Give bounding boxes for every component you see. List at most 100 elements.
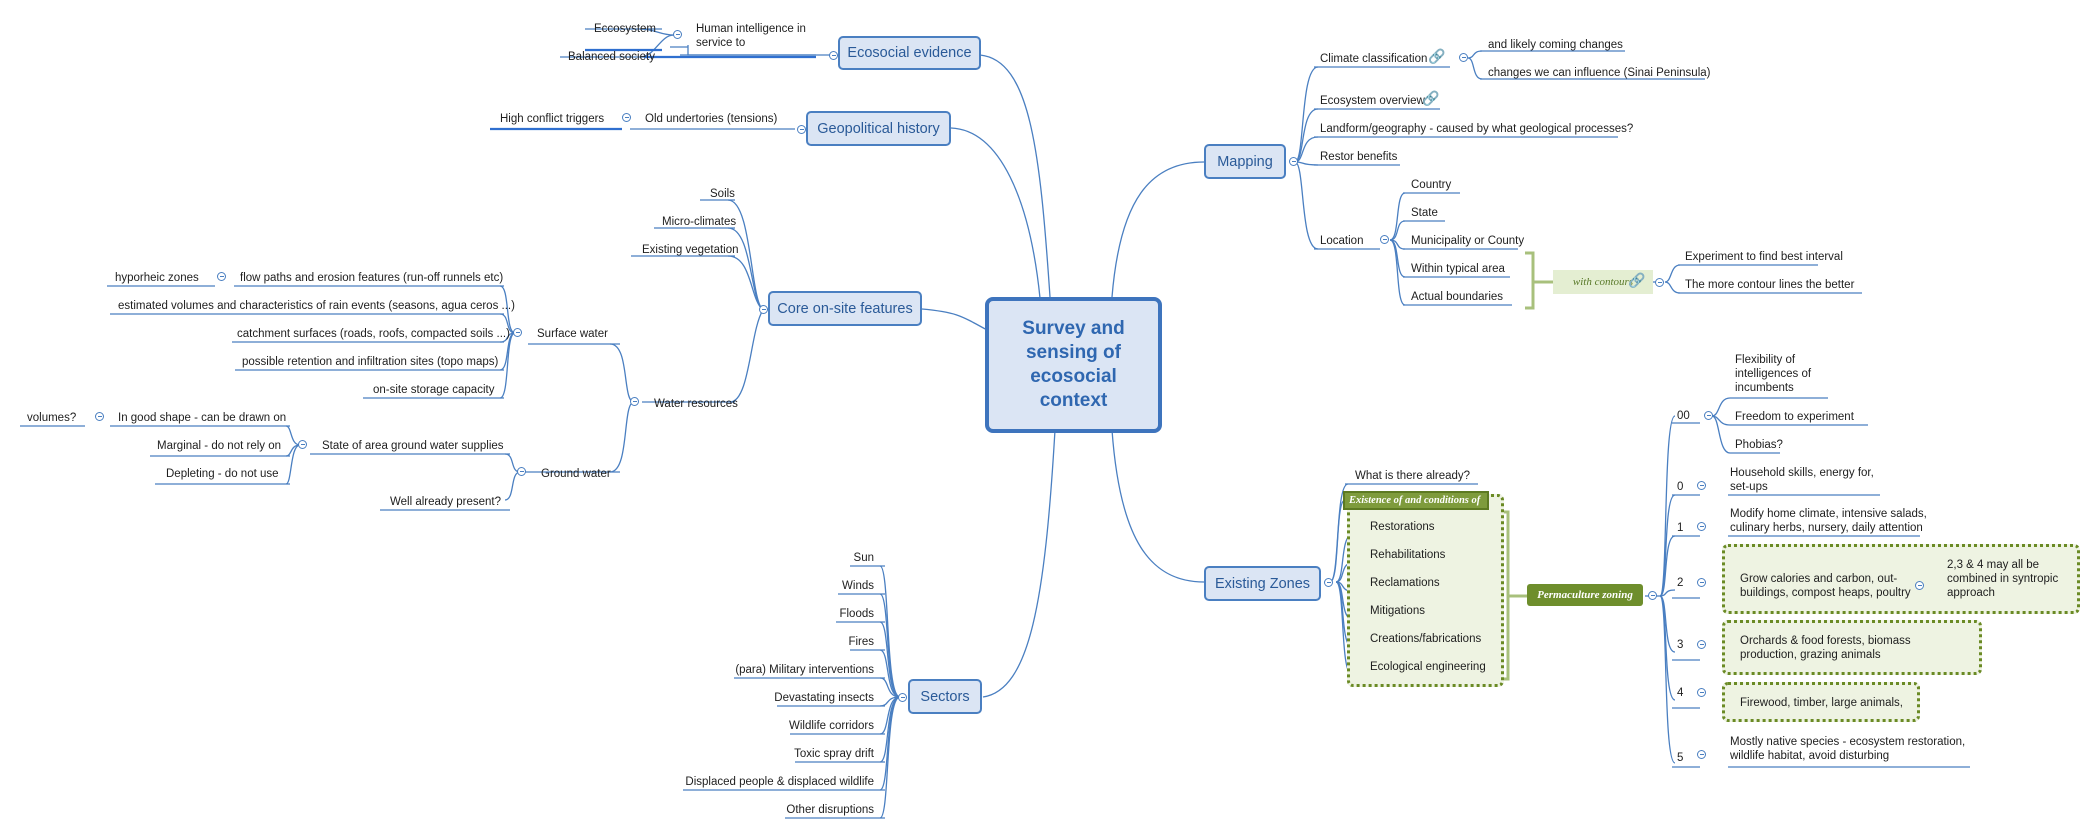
node-ground-water[interactable]: Ground water [541,468,611,480]
node-orchards[interactable]: Orchards & food forests, biomass product… [1740,635,1911,661]
node-municipality[interactable]: Municipality or County [1411,235,1525,247]
node-micro-climates[interactable]: Micro-climates [662,216,737,228]
node-flexibility[interactable]: Flexibility of intelligences of incumben… [1735,354,1812,394]
node-more-contour-lines[interactable]: The more contour lines the better [1685,279,1855,291]
node-actual-boundaries[interactable]: Actual boundaries [1411,291,1504,303]
topic-ecosocial-evidence[interactable]: Ecosocial evidence [838,36,981,70]
collapse-icon[interactable] [1289,157,1298,166]
node-freedom[interactable]: Freedom to experiment [1735,411,1854,423]
existing-item[interactable]: Reclamations [1370,577,1440,589]
node-soils[interactable]: Soils [710,188,735,200]
existing-item[interactable]: Mitigations [1370,605,1425,617]
node-within-typical-area[interactable]: Within typical area [1411,263,1505,275]
node-existence-of[interactable]: Existence of and conditions of [1343,491,1489,510]
sector-item[interactable]: Toxic spray drift [794,748,874,760]
topic-sectors[interactable]: Sectors [908,679,982,714]
zone-number[interactable]: 4 [1677,687,1684,699]
node-syntropic[interactable]: 2,3 & 4 may all be combined in syntropic… [1947,559,2059,599]
zone-number[interactable]: 00 [1677,410,1690,422]
node-ecosystem-overview[interactable]: Ecosystem overview [1320,95,1425,107]
sector-item[interactable]: Sun [853,552,874,564]
link-icon[interactable]: 🔗 [1428,48,1446,64]
node-location[interactable]: Location [1320,235,1364,247]
node-water-resources[interactable]: Water resources [654,398,738,410]
central-topic[interactable]: Survey and sensing of ecosocial context [985,297,1162,433]
collapse-icon[interactable] [517,467,526,476]
collapse-icon[interactable] [1697,522,1706,531]
node-retention-sites[interactable]: possible retention and infiltration site… [242,356,499,368]
node-depleting[interactable]: Depleting - do not use [166,468,279,480]
existing-item[interactable]: Restorations [1370,521,1435,533]
node-modify-home-climate[interactable]: Modify home climate, intensive salads, c… [1730,508,1927,534]
topic-geopolitical-history[interactable]: Geopolitical history [806,111,951,146]
node-catchment-surfaces[interactable]: catchment surfaces (roads, roofs, compac… [237,328,510,340]
topic-existing-zones[interactable]: Existing Zones [1204,566,1321,601]
node-what-is-there[interactable]: What is there already? [1355,470,1471,482]
sector-item[interactable]: Fires [848,636,874,648]
node-firewood[interactable]: Firewood, timber, large animals, [1740,697,1903,709]
collapse-icon[interactable] [1704,411,1713,420]
collapse-icon[interactable] [217,272,226,281]
node-good-shape[interactable]: In good shape - can be drawn on [118,412,287,424]
sector-item[interactable]: Displaced people & displaced wildlife [685,776,874,788]
collapse-icon[interactable] [1697,481,1706,490]
collapse-icon[interactable] [622,113,631,122]
zone-number[interactable]: 3 [1677,639,1684,651]
node-changes-influence[interactable]: changes we can influence (Sinai Peninsul… [1488,67,1711,79]
collapse-icon[interactable] [630,397,639,406]
node-old-undertories[interactable]: Old undertories (tensions) [645,113,778,125]
node-phobias[interactable]: Phobias? [1735,439,1783,451]
node-permaculture-zoning[interactable]: Permaculture zoning [1527,584,1643,606]
node-restor-benefits[interactable]: Restor benefits [1320,151,1398,163]
link-icon[interactable]: 🔗 [1422,90,1440,106]
collapse-icon[interactable] [1324,578,1333,587]
node-existing-vegetation[interactable]: Existing vegetation [642,244,739,256]
existing-item[interactable]: Ecological engineering [1370,661,1486,673]
collapse-icon[interactable] [1697,750,1706,759]
node-likely-coming-changes[interactable]: and likely coming changes [1488,39,1623,51]
node-hyporheic-zones[interactable]: hyporheic zones [115,272,199,284]
sector-item[interactable]: Winds [842,580,874,592]
collapse-icon[interactable] [1459,53,1468,62]
collapse-icon[interactable] [1655,278,1664,287]
collapse-icon[interactable] [1648,591,1657,600]
collapse-icon[interactable] [759,305,768,314]
sector-item[interactable]: Floods [839,608,874,620]
node-marginal[interactable]: Marginal - do not rely on [157,440,282,452]
node-state[interactable]: State [1411,207,1438,219]
node-surface-water[interactable]: Surface water [537,328,608,340]
collapse-icon[interactable] [1380,235,1389,244]
node-household[interactable]: Household skills, energy for, set-ups [1730,467,1874,493]
node-country[interactable]: Country [1411,179,1452,191]
node-volumes[interactable]: volumes? [27,412,77,424]
collapse-icon[interactable] [797,125,806,134]
collapse-icon[interactable] [1697,640,1706,649]
node-experiment-interval[interactable]: Experiment to find best interval [1685,251,1843,263]
link-icon[interactable]: 🔗 [1628,272,1646,288]
node-storage-capacity[interactable]: on-site storage capacity [373,384,495,396]
collapse-icon[interactable] [1697,578,1706,587]
collapse-icon[interactable] [1915,581,1924,590]
collapse-icon[interactable] [298,440,307,449]
node-state-of-area[interactable]: State of area ground water supplies [322,440,504,452]
zone-number[interactable]: 5 [1677,752,1684,764]
sector-item[interactable]: Other disruptions [786,804,874,816]
collapse-icon[interactable] [513,328,522,337]
collapse-icon[interactable] [673,30,682,39]
node-human-intelligence[interactable]: Human intelligence in service to [696,23,806,49]
node-balanced-society[interactable]: Balanced society [568,51,655,63]
node-eccosystem[interactable]: Eccosystem [594,23,656,35]
zone-number[interactable]: 0 [1677,481,1684,493]
node-grow-calories[interactable]: Grow calories and carbon, out-buildings,… [1740,573,1911,599]
callout-with-contours[interactable]: with contours [1553,270,1653,294]
node-climate-classification[interactable]: Climate classification [1320,53,1428,65]
node-high-conflict-triggers[interactable]: High conflict triggers [500,113,605,125]
topic-mapping[interactable]: Mapping [1204,144,1286,179]
sector-item[interactable]: Wildlife corridors [789,720,874,732]
sector-item[interactable]: (para) Military interventions [735,664,874,676]
node-estimated-volumes[interactable]: estimated volumes and characteristics of… [118,300,515,312]
collapse-icon[interactable] [95,412,104,421]
node-native-species[interactable]: Mostly native species - ecosystem restor… [1730,736,1966,762]
collapse-icon[interactable] [898,693,907,702]
node-landform[interactable]: Landform/geography - caused by what geol… [1320,123,1634,135]
